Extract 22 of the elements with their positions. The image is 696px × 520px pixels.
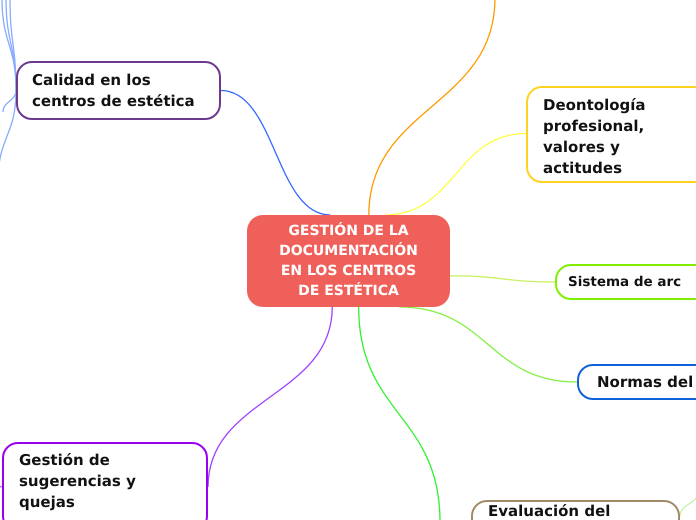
topic-box — [555, 264, 696, 300]
topic-box — [2, 442, 208, 520]
topic-text: Normas del — [597, 372, 694, 393]
topic-text: Sistema de arc — [568, 273, 682, 292]
connector-line — [384, 132, 526, 216]
topic-text: Evaluación del — [488, 503, 612, 520]
central-topic-text: GESTIÓN DE LA DOCUMENTACIÓN EN LOS CENTROS DE ESTÉTICA — [278, 221, 419, 301]
topic-box — [526, 86, 696, 183]
connector-line — [2, 90, 17, 112]
topic-box — [16, 61, 221, 120]
topic-text: Gestión de sugerencias y quejas — [19, 450, 137, 513]
topic-box — [577, 364, 696, 400]
connector-line — [368, 0, 496, 216]
topic-text: Calidad en los centros de estética — [32, 70, 196, 112]
connector-line — [450, 275, 555, 283]
central-topic-box — [247, 215, 450, 307]
connector-line — [207, 306, 333, 488]
connector-line — [358, 306, 441, 520]
connector-line — [9, 0, 17, 90]
connector-line — [220, 90, 330, 216]
connector-line — [399, 306, 578, 383]
topic-text: Deontología profesional, valores y actitudes — [543, 95, 647, 179]
